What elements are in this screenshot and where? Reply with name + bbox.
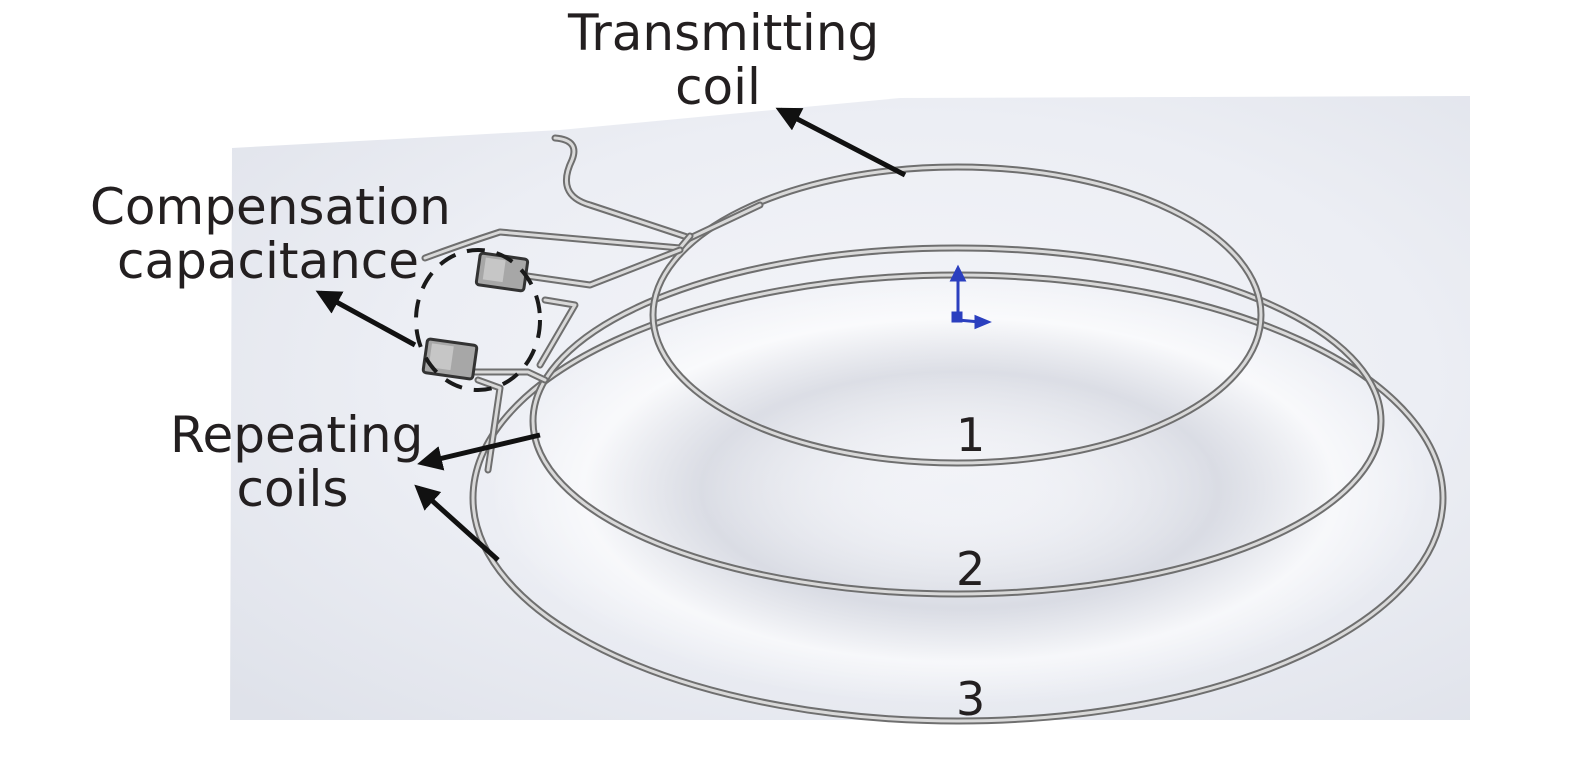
floor-shadow <box>490 275 1430 705</box>
repeating-arrow-upper <box>417 432 541 471</box>
repeating-coils-label: Repeating coils <box>170 406 424 518</box>
transmitting-coil-1 <box>649 163 1265 467</box>
repeating-coil-2 <box>529 244 1385 598</box>
compensation-label-line2: capacitance <box>116 232 420 290</box>
transmitting-label-line2: coil <box>675 58 761 116</box>
compensation-capacitance-label: Compensation capacitance <box>90 178 451 290</box>
repeating-label-line2: coils <box>236 460 349 518</box>
coil-number-2: 2 <box>956 542 986 596</box>
coil-number-1: 1 <box>956 408 986 462</box>
capacitor-upper <box>474 251 530 293</box>
coil-number-3: 3 <box>956 672 986 726</box>
transmitting-label-line1: Transmitting <box>568 4 880 62</box>
transmitting-arrow <box>775 107 907 178</box>
repeating-label-line1: Repeating <box>170 406 424 464</box>
compensation-label-line1: Compensation <box>90 178 451 236</box>
repeating-arrow-lower <box>414 484 500 562</box>
lead-wires <box>421 134 764 474</box>
transmitting-coil-label: Transmitting coil <box>568 4 880 116</box>
capacitor-lower <box>421 337 479 381</box>
compensation-arrow <box>315 290 417 348</box>
coordinate-triad-icon <box>949 264 992 330</box>
capacitance-highlight <box>414 248 542 392</box>
